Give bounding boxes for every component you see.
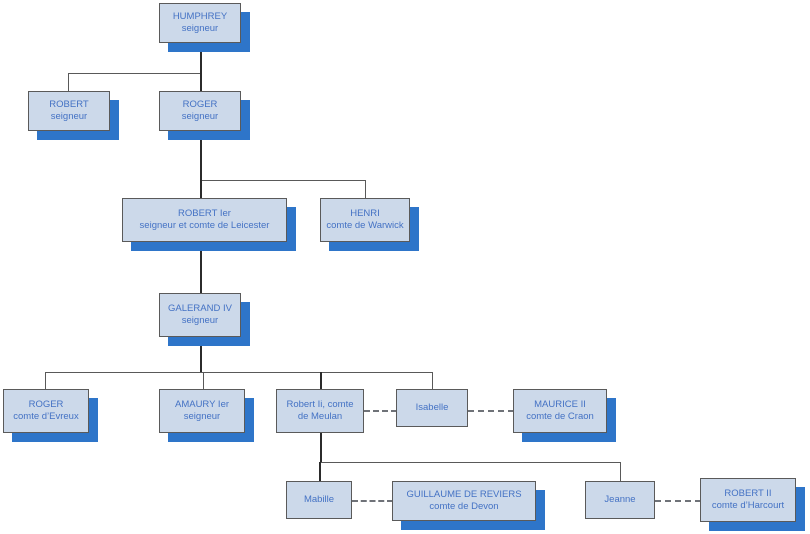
node-jeanne[interactable]: Jeanne bbox=[585, 481, 655, 519]
node-label-primary: MAURICE II bbox=[534, 399, 586, 410]
marriage-link-mabille-guillaume bbox=[352, 500, 393, 502]
node-label-secondary: comte d’Harcourt bbox=[711, 500, 785, 511]
node-label-primary: GUILLAUME DE REVIERS bbox=[406, 489, 522, 500]
connector-galerand-stem bbox=[200, 337, 202, 373]
node-label-secondary: de Meulan bbox=[297, 411, 343, 422]
node-label-primary: Isabelle bbox=[415, 402, 449, 413]
node-label-primary: GALERAND IV bbox=[168, 303, 232, 314]
connector-robert-drop bbox=[68, 73, 69, 92]
connector-gen1-bus bbox=[68, 73, 201, 74]
connector-robert2m-drop bbox=[320, 372, 322, 390]
marriage-link-robert2m-isabelle bbox=[364, 410, 397, 412]
node-label-secondary: comte de Devon bbox=[429, 501, 499, 512]
node-label-primary: Jeanne bbox=[604, 494, 636, 505]
node-label-primary: ROBERT Ier bbox=[178, 208, 231, 219]
node-label-primary: AMAURY Ier bbox=[174, 399, 230, 410]
node-isabelle[interactable]: Isabelle bbox=[396, 389, 468, 427]
marriage-link-isabelle-maurice2 bbox=[468, 410, 514, 412]
node-label-primary: HENRI bbox=[350, 208, 380, 219]
node-label-secondary: comte d’Evreux bbox=[13, 411, 79, 422]
connector-henri-drop bbox=[365, 180, 366, 199]
connector-robert2m-stem bbox=[320, 433, 322, 463]
connector-humphrey-stem bbox=[200, 43, 202, 74]
connector-gen5-bus bbox=[319, 462, 621, 463]
connector-robert1-drop bbox=[200, 180, 202, 199]
node-label-primary: ROBERT bbox=[49, 99, 89, 110]
node-label-secondary: seigneur et comte de Leicester bbox=[139, 220, 270, 231]
connector-roger-stem bbox=[200, 131, 202, 181]
node-label-secondary: seigneur bbox=[183, 411, 221, 422]
node-label-primary: Robert Ii, comte bbox=[286, 399, 354, 410]
node-label-primary: ROGER bbox=[182, 99, 218, 110]
connector-rogerev-drop bbox=[45, 372, 46, 390]
node-label-secondary: comte de Warwick bbox=[326, 220, 404, 231]
connector-gen4-bus bbox=[45, 372, 432, 373]
node-label-primary: ROBERT II bbox=[724, 488, 772, 499]
node-label-secondary: seigneur bbox=[181, 111, 219, 122]
marriage-link-jeanne-robert2h bbox=[655, 500, 701, 502]
node-label-secondary: seigneur bbox=[181, 23, 219, 34]
connector-roger-drop bbox=[200, 73, 202, 92]
connector-robert1-stem bbox=[200, 242, 202, 294]
node-label-secondary: comte de Craon bbox=[526, 411, 594, 422]
node-label-primary: Mabille bbox=[303, 494, 335, 505]
connector-gen2-bus bbox=[200, 180, 365, 181]
node-label-primary: ROGER bbox=[28, 399, 64, 410]
connector-isabelle-drop bbox=[432, 372, 433, 390]
node-label-primary: HUMPHREY bbox=[172, 11, 228, 22]
connector-amaury-drop bbox=[203, 372, 204, 390]
connector-mabille-drop bbox=[319, 462, 321, 482]
connector-jeanne-drop bbox=[620, 462, 621, 482]
node-mabille[interactable]: Mabille bbox=[286, 481, 352, 519]
node-label-secondary: seigneur bbox=[181, 315, 219, 326]
node-label-secondary: seigneur bbox=[50, 111, 88, 122]
